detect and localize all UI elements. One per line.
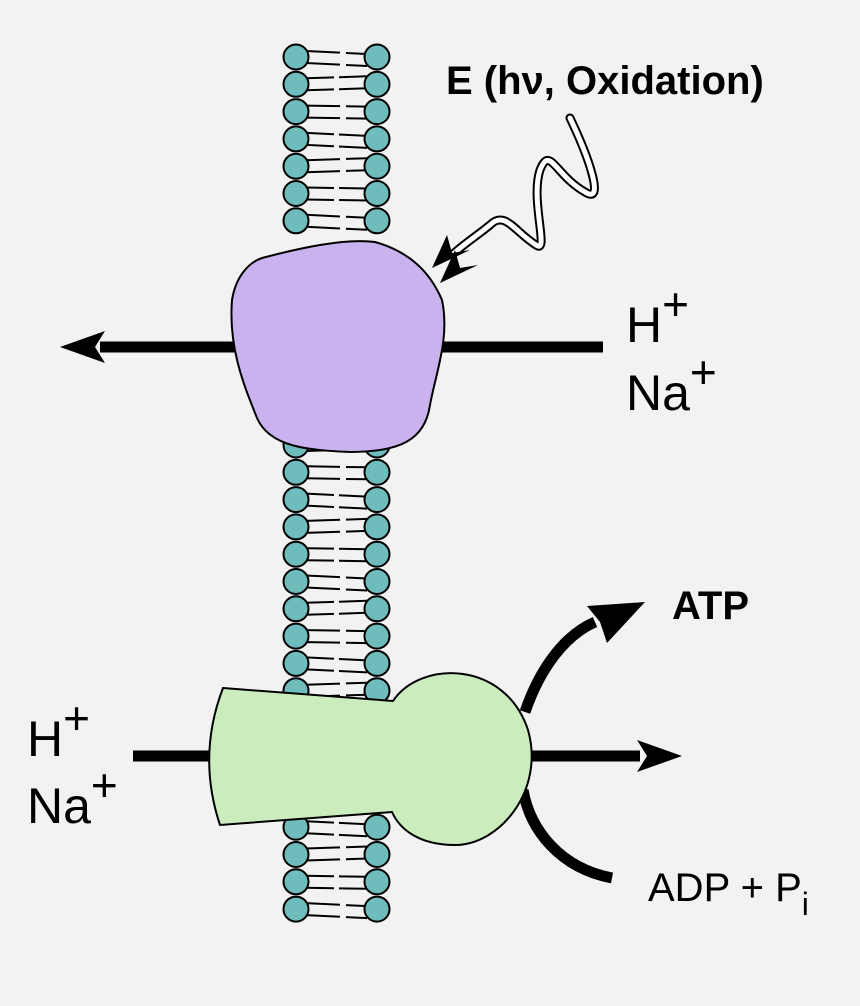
lipid-head	[282, 458, 310, 486]
lipid-head	[363, 568, 391, 595]
energy-input-arrow	[432, 113, 599, 283]
lipid-head	[363, 841, 391, 868]
lipid-head	[282, 207, 310, 235]
atp-synthase	[208, 672, 533, 847]
lipid-tail	[305, 225, 368, 231]
lipid-head	[363, 125, 391, 153]
lipid-head	[282, 868, 310, 896]
lipid-tail	[305, 832, 368, 838]
lipid-head	[363, 649, 391, 677]
lipid-tail	[305, 641, 368, 645]
lipid-head	[282, 841, 310, 868]
adp-pi-label: ADP + Pi	[648, 866, 809, 922]
lipid-tail	[305, 529, 368, 534]
lipid-head	[363, 458, 391, 486]
lipid-tail	[305, 198, 368, 202]
lipid-head	[282, 622, 310, 650]
lipid-tail	[305, 186, 368, 190]
lipid-tail	[305, 492, 368, 498]
lipid-head	[282, 486, 310, 514]
lipid-tail	[305, 87, 368, 92]
energy-label: E (hν, Oxidation)	[446, 59, 764, 103]
adp-input-curve	[517, 788, 614, 884]
lipid-head	[282, 125, 310, 153]
lipid-tail	[305, 656, 368, 662]
lipid-tail	[305, 886, 368, 890]
lipid-tail	[305, 143, 368, 149]
lipid-tail	[305, 902, 368, 908]
lipid-tail	[305, 874, 368, 878]
atp-output-arrow	[519, 602, 645, 714]
lipid-tail	[305, 574, 368, 580]
lipid-head	[282, 152, 310, 180]
lipid-tail	[305, 517, 368, 522]
lipid-tail	[305, 213, 368, 219]
lipid-tail	[305, 611, 368, 616]
lipid-tail	[305, 820, 368, 826]
lipid-tail	[305, 599, 368, 604]
lipid-head	[282, 513, 310, 541]
lipid-head	[282, 649, 310, 677]
top-h-ion-label: H+	[626, 278, 689, 353]
lipid-head	[363, 70, 391, 98]
lipid-head	[363, 868, 391, 896]
lipid-tail	[305, 157, 368, 162]
bottom-h-ion-label: H+	[27, 692, 90, 767]
lipid-tail	[305, 629, 368, 633]
lipid-head	[363, 540, 391, 568]
lipid-tail	[305, 845, 368, 850]
lipid-head	[363, 622, 391, 650]
lipid-tail	[305, 914, 368, 920]
lipid-tail	[305, 681, 368, 686]
lipid-tail	[305, 465, 368, 469]
lipid-tail	[305, 857, 368, 862]
lipid-tail	[305, 559, 368, 563]
lipid-head	[363, 98, 391, 126]
lipid-tail	[305, 50, 368, 55]
lipid-head	[363, 152, 391, 180]
lipid-head	[363, 486, 391, 514]
lipid-tail	[305, 668, 368, 674]
atp-label: ATP	[672, 584, 749, 628]
lipid-head	[363, 513, 391, 541]
bottom-na-ion-label: Na+	[27, 759, 118, 834]
lipid-tail	[305, 477, 368, 481]
lipid-tail	[305, 504, 368, 510]
top-na-ion-label: Na+	[626, 346, 717, 421]
lipid-tail	[305, 547, 368, 551]
lipid-tail	[305, 169, 368, 174]
lipid-head	[363, 813, 391, 841]
lipid-head	[363, 595, 391, 623]
lipid-head	[282, 595, 310, 623]
lipid-tail	[305, 116, 368, 120]
lipid-tail	[305, 62, 368, 67]
lipid-head	[282, 895, 310, 923]
lipid-head	[282, 180, 310, 207]
lipid-tail	[305, 75, 368, 80]
lipid-head	[282, 70, 310, 98]
ion-pump-protein	[230, 240, 446, 454]
lipid-tail	[305, 104, 368, 108]
lipid-head	[282, 568, 310, 595]
lipid-head	[363, 180, 391, 207]
lipid-tail	[305, 586, 368, 592]
lipid-head	[363, 43, 391, 71]
lipid-head	[282, 43, 310, 71]
lipid-head	[282, 98, 310, 126]
lipid-tail	[305, 131, 368, 137]
lipid-head	[363, 895, 391, 923]
lipid-head	[363, 207, 391, 235]
lipid-head	[282, 540, 310, 568]
